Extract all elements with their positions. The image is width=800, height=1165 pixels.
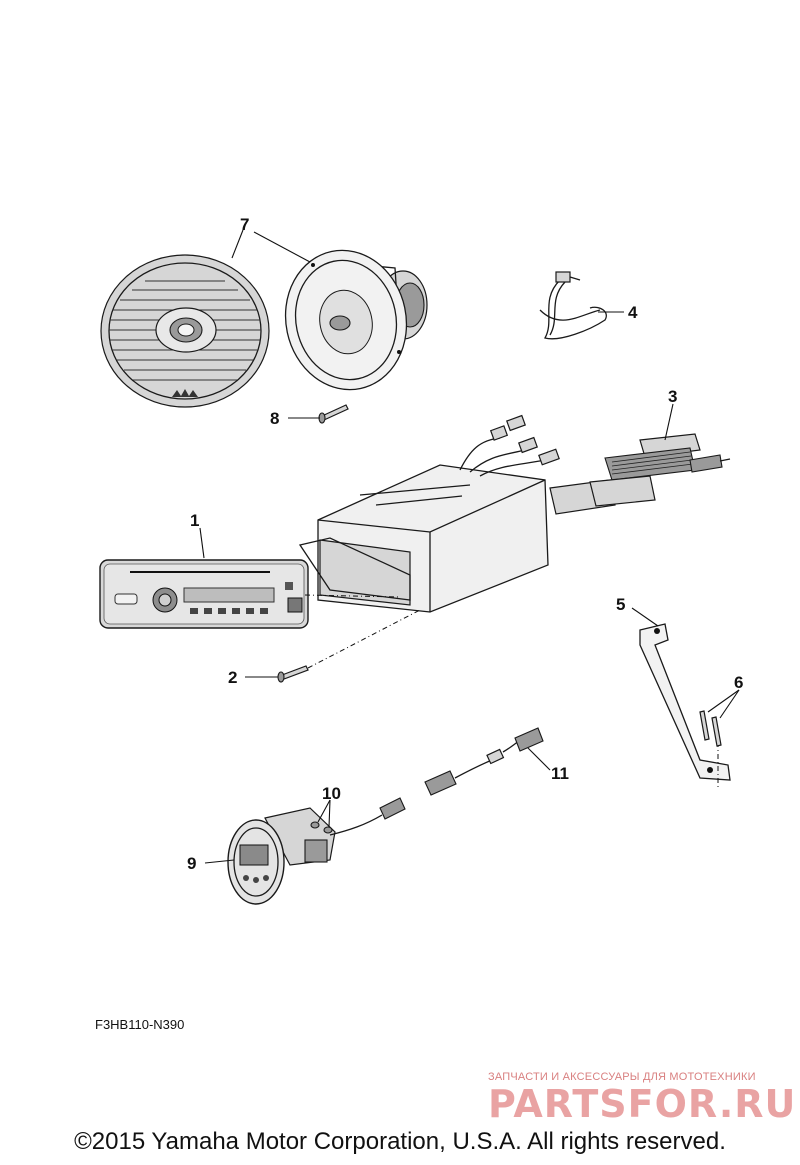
remote-display <box>227 797 406 905</box>
copyright-notice: ©2015 Yamaha Motor Corporation, U.S.A. A… <box>74 1128 726 1155</box>
callout-3: 3 <box>668 387 677 406</box>
bracket-screws <box>699 710 722 747</box>
extension-cable <box>424 727 544 796</box>
callout-4: 4 <box>628 303 638 322</box>
speaker-grille <box>100 254 270 408</box>
callout-11: 11 <box>551 764 569 783</box>
callout-2: 2 <box>228 668 237 687</box>
speaker <box>284 249 428 391</box>
callout-6: 6 <box>734 673 743 692</box>
nuts <box>310 821 333 834</box>
leader-lines <box>199 229 740 864</box>
callout-7: 7 <box>240 215 249 234</box>
head-unit-sleeve <box>298 414 560 613</box>
wiring-adapter <box>549 433 731 515</box>
callout-9: 9 <box>187 854 196 873</box>
speaker-screw <box>318 404 349 424</box>
callout-8: 8 <box>270 409 279 428</box>
mounting-bracket <box>639 623 731 790</box>
head-unit <box>99 559 309 629</box>
fuse-harness <box>539 271 607 340</box>
mount-screw <box>277 665 309 683</box>
watermark-logo: PARTSFOR.RU <box>488 1082 797 1126</box>
watermark-tagline: ЗАПЧАСТИ И АКСЕССУАРЫ ДЛЯ МОТОТЕХНИКИ <box>488 1071 756 1083</box>
diagram-code: F3HB110-N390 <box>95 1017 185 1032</box>
callout-1: 1 <box>190 511 199 530</box>
callout-5: 5 <box>616 595 625 614</box>
callout-10: 10 <box>322 784 341 803</box>
